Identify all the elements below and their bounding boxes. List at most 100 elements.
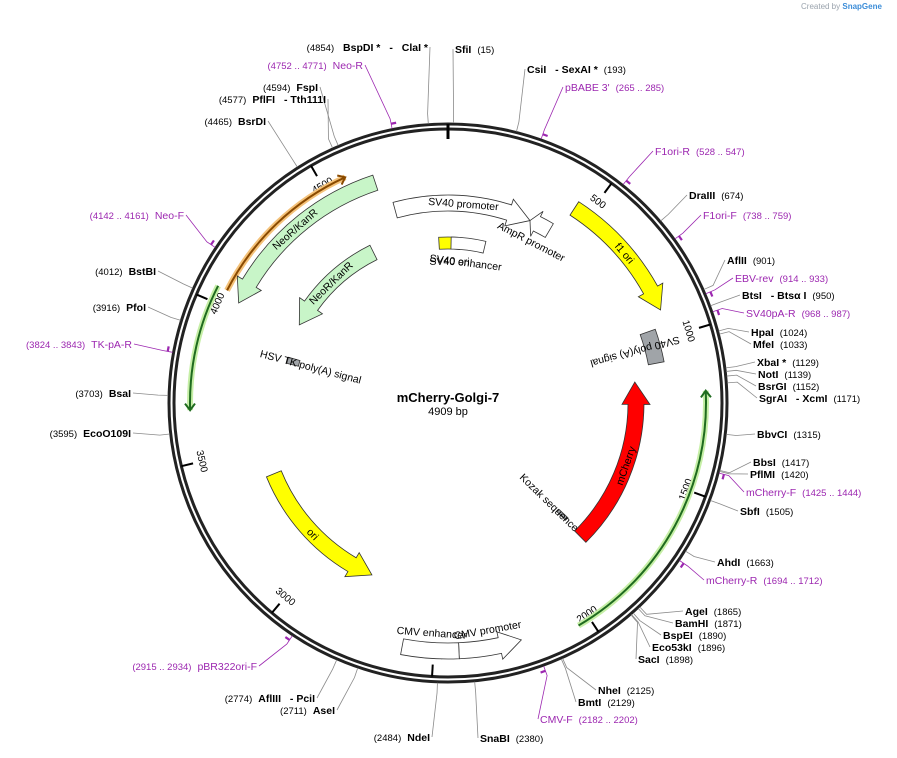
primer-label-4752[interactable]: (4752 .. 4771)Neo-R — [268, 60, 364, 72]
site-leader — [725, 361, 756, 369]
orf-hsv[interactable] — [189, 285, 220, 411]
site-position: (2129) — [607, 698, 634, 709]
site-label-4012[interactable]: (4012)BstBI — [95, 266, 156, 278]
primer-label-738[interactable]: F1ori-F(738 .. 759) — [703, 210, 791, 222]
site-label-3595[interactable]: (3595)EcoO109I — [50, 428, 131, 440]
site-label-1024[interactable]: HpaI(1024) — [751, 327, 807, 339]
site-leader — [631, 614, 651, 648]
site-label-1663[interactable]: AhdI(1663) — [717, 557, 774, 569]
site-leader — [632, 612, 662, 636]
site-leader — [710, 500, 739, 512]
primer-label-2182[interactable]: CMV-F(2182 .. 2202) — [540, 714, 638, 726]
primer-label-968[interactable]: SV40pA-R(968 .. 987) — [746, 308, 850, 320]
feature-f1-ori[interactable] — [569, 201, 664, 311]
enzyme-name: - Btsα I — [768, 290, 807, 302]
feature-neor-kanr-2[interactable] — [298, 244, 378, 326]
orf-mcherry-golgi[interactable] — [578, 390, 707, 627]
site-label-1898[interactable]: SacI(1898) — [638, 654, 693, 666]
feature-sv40-enhancer[interactable] — [450, 236, 487, 254]
site-label-4465[interactable]: (4465)BsrDI — [205, 116, 267, 128]
site-label-4577[interactable]: (4577)PflFI - Tth111I — [219, 94, 326, 106]
primer-label-528[interactable]: F1ori-R(528 .. 547) — [655, 146, 745, 158]
enzyme-name: SfiI — [455, 44, 471, 56]
site-position: (3703) — [75, 389, 102, 400]
feature-hsv-tk-polya[interactable] — [286, 356, 301, 367]
site-label-3703[interactable]: (3703)BsaI — [75, 388, 131, 400]
site-label-193[interactable]: CsiI - SexAI *(193) — [527, 64, 626, 76]
site-label-15[interactable]: SfiI(15) — [455, 44, 494, 56]
site-position: (1315) — [793, 430, 820, 441]
site-position: (3916) — [93, 303, 120, 314]
site-label-1871[interactable]: BamHI(1871) — [675, 618, 742, 630]
enzyme-name: SbfI — [740, 506, 760, 518]
site-leader — [336, 667, 359, 711]
site-label-1315[interactable]: BbvCI (1315) — [757, 429, 821, 441]
primer-label-4142[interactable]: (4142 .. 4161)Neo-F — [90, 210, 184, 222]
site-label-3916[interactable]: (3916)PfoI — [93, 302, 146, 314]
site-label-2774[interactable]: (2774)AflIII - PciI — [225, 693, 315, 705]
primer-name: F1ori-R — [655, 146, 690, 158]
primer-leader — [537, 666, 548, 720]
enzyme-name: BsrDI — [238, 116, 266, 128]
site-label-674[interactable]: DraIII(674) — [689, 190, 743, 202]
site-label-4854[interactable]: (4854) BspDI * - ClaI * — [307, 42, 429, 54]
tick-label: 3500 — [193, 449, 209, 474]
feature-cmv-promoter[interactable] — [458, 631, 523, 661]
site-leader — [327, 98, 333, 149]
enzyme-name: Eco53kI — [652, 642, 692, 654]
site-label-2125[interactable]: NheI(2125) — [598, 685, 654, 697]
primer-label-265[interactable]: pBABE 3'(265 .. 285) — [565, 82, 664, 94]
feature-label-cmv-enhancer: CMV enhancer — [396, 625, 467, 642]
site-label-1505[interactable]: SbfI(1505) — [740, 506, 793, 518]
primer-leader — [622, 150, 654, 185]
orf-arrowhead — [337, 174, 347, 185]
enzyme-name: EcoO109I — [83, 428, 131, 440]
primer-label-3824[interactable]: (3824 .. 3843)TK-pA-R — [26, 339, 132, 351]
site-label-1417[interactable]: BbsI(1417) — [753, 457, 809, 469]
site-leader — [474, 681, 479, 739]
primer-label-1425[interactable]: mCherry-F(1425 .. 1444) — [746, 487, 861, 499]
site-position: (2774) — [225, 694, 252, 705]
primer-leader — [705, 277, 734, 295]
site-leader — [157, 270, 193, 289]
site-position: (4142 .. 4161) — [90, 211, 149, 222]
site-label-901[interactable]: AflII(901) — [727, 255, 775, 267]
feature-ampr-promoter[interactable] — [529, 210, 554, 239]
site-label-1129[interactable]: XbaI *(1129) — [757, 357, 819, 369]
site-label-2129[interactable]: BmtI(2129) — [578, 697, 635, 709]
enzyme-name: BspEI — [663, 630, 693, 642]
primer-label-2915[interactable]: (2915 .. 2934)pBR322ori-F — [132, 661, 257, 673]
orf-arrowhead — [700, 389, 712, 398]
enzyme-name: BbvCI — [757, 429, 787, 441]
site-label-4594[interactable]: (4594)FspI — [263, 82, 318, 94]
site-leader — [452, 48, 454, 124]
site-label-1171[interactable]: SgrAI - XcmI(1171) — [759, 393, 860, 405]
site-label-2711[interactable]: (2711)AseI — [280, 705, 335, 717]
feature-kozak[interactable] — [556, 508, 569, 521]
feature-neor-kanr-1[interactable] — [236, 174, 379, 304]
feature-sv40-polya[interactable] — [639, 328, 665, 366]
site-position: (193) — [604, 65, 626, 76]
site-label-2380[interactable]: SnaBI(2380) — [480, 733, 543, 745]
site-label-1139[interactable]: NotI(1139) — [758, 369, 811, 381]
site-label-2484[interactable]: (2484)NdeI — [374, 732, 430, 744]
feature-ori[interactable] — [265, 470, 373, 578]
enzyme-name: FspI — [296, 82, 318, 94]
site-label-1420[interactable]: PflMI(1420) — [750, 469, 809, 481]
site-label-1033[interactable]: MfeI(1033) — [753, 339, 807, 351]
site-label-1865[interactable]: AgeI(1865) — [685, 606, 741, 618]
primer-label-914[interactable]: EBV-rev(914 .. 933) — [735, 273, 828, 285]
site-leader — [562, 658, 597, 691]
site-label-1896[interactable]: Eco53kI(1896) — [652, 642, 725, 654]
primer-leader — [133, 343, 173, 353]
site-label-950[interactable]: BtsI - Btsα I(950) — [742, 290, 835, 302]
site-label-1890[interactable]: BspEI(1890) — [663, 630, 726, 642]
feature-label-sv40-promoter: SV40 promoter — [428, 196, 500, 213]
feature-cmv-enhancer[interactable] — [400, 638, 460, 660]
site-label-1152[interactable]: BsrGI(1152) — [758, 381, 819, 393]
orf-neo-orange[interactable] — [226, 176, 346, 291]
primer-mark — [721, 474, 725, 480]
primer-label-1694[interactable]: mCherry-R(1694 .. 1712) — [706, 575, 823, 587]
feature-mcherry[interactable] — [574, 381, 651, 543]
site-position: (2915 .. 2934) — [132, 662, 191, 673]
